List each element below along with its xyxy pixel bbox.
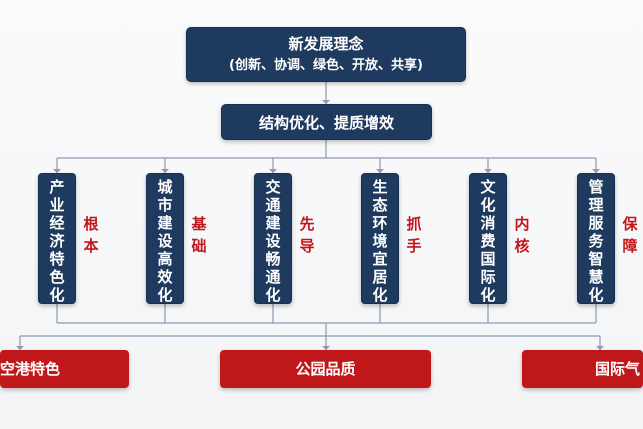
arrow-pillar-2 [161, 169, 169, 173]
pillar-label: 生态环境宜居化 [372, 178, 388, 304]
pillar-box-2: 城市建设高效化 [146, 173, 184, 304]
arrow-bottom-2 [322, 346, 330, 350]
pillar-box-1: 产业经济特色化 [38, 173, 76, 304]
pillar-role-3: 先导 [299, 215, 315, 255]
outcome-box-1: 空港特色 [0, 350, 129, 388]
arrow-top-mid [322, 100, 330, 104]
pillar-role-5: 内核 [514, 215, 530, 255]
arrow-pillar-4 [376, 169, 384, 173]
pillar-label: 产业经济特色化 [49, 178, 65, 304]
arrow-bottom-3 [596, 346, 604, 350]
pillar-box-6: 管理服务智慧化 [577, 173, 615, 304]
concept-box: 新发展理念 (创新、协调、绿色、开放、共享) [186, 27, 466, 82]
pillar-role-6: 保障 [622, 215, 638, 255]
pillar-role-1: 根本 [83, 215, 99, 255]
pillar-label: 交通建设畅通化 [265, 178, 281, 304]
arrow-pillar-1 [53, 169, 61, 173]
concept-title: 新发展理念 [288, 35, 364, 53]
pillar-label: 管理服务智慧化 [588, 178, 604, 304]
concept-subtitle: (创新、协调、绿色、开放、共享) [229, 58, 423, 73]
pillar-label: 城市建设高效化 [157, 178, 173, 304]
pillar-role-2: 基础 [191, 215, 207, 255]
pillar-role-4: 抓手 [406, 215, 422, 255]
arrow-pillar-6 [592, 169, 600, 173]
pillar-box-3: 交通建设畅通化 [254, 173, 292, 304]
arrow-pillar-5 [484, 169, 492, 173]
pillar-box-5: 文化消费国际化 [469, 173, 507, 304]
pillar-box-4: 生态环境宜居化 [361, 173, 399, 304]
structure-box: 结构优化、提质增效 [221, 104, 432, 140]
arrow-bottom-1 [16, 346, 24, 350]
arrow-pillar-3 [269, 169, 277, 173]
outcome-box-3: 国际气 [522, 350, 643, 388]
outcome-box-2: 公园品质 [220, 350, 431, 388]
pillar-label: 文化消费国际化 [480, 178, 496, 304]
